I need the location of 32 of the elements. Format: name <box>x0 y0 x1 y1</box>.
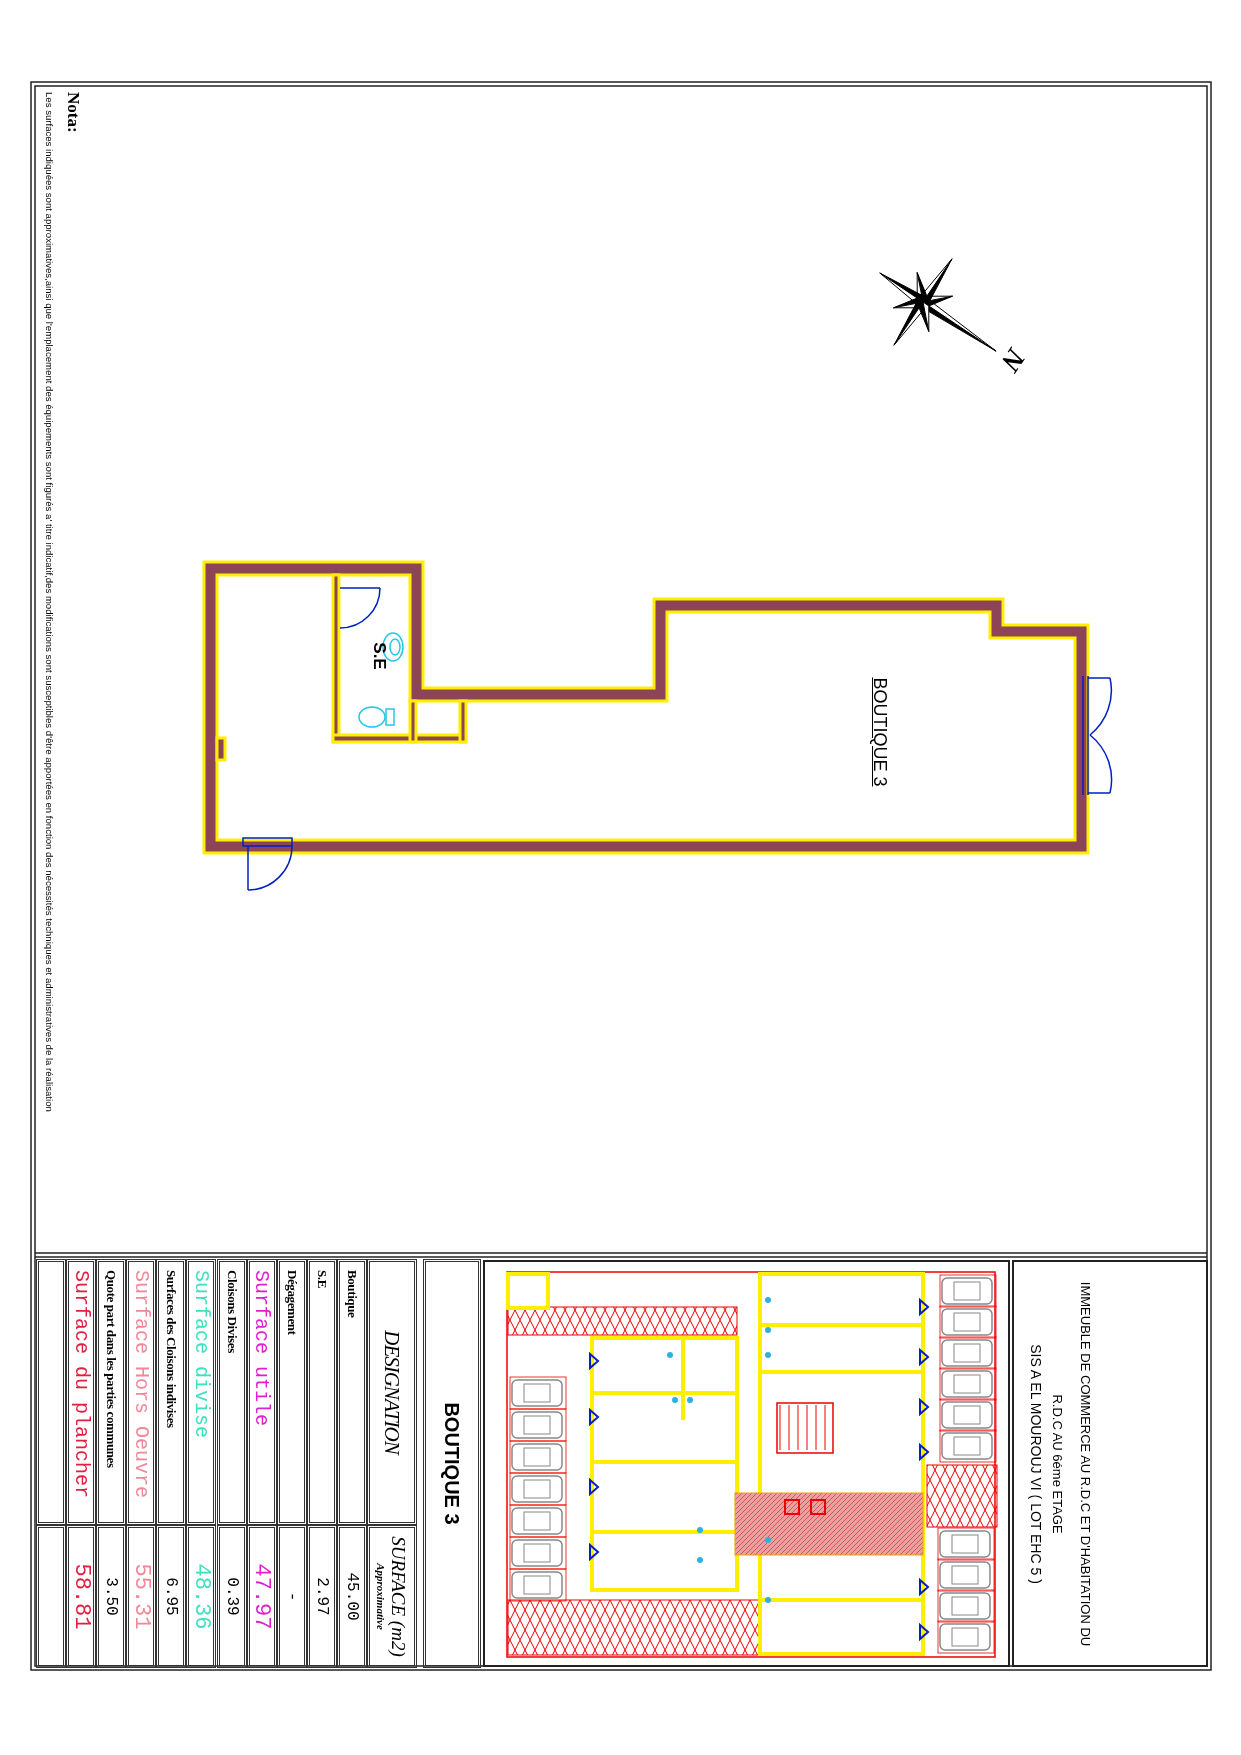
surface-designation: Cloisons Divises <box>216 1259 247 1525</box>
note-heading: Nota: <box>63 92 83 135</box>
surface-designation: Surface divise <box>186 1259 217 1525</box>
surface-value: - <box>276 1525 307 1668</box>
surface-designation: Surfaces des Cloisons indivises <box>156 1259 187 1525</box>
surface-designation: Surface utile <box>246 1259 277 1525</box>
project-title: IMMEUBLE DE COMMERCE AU R.D.C ET D'HABITATION DU R.D.C AU 6éme ETAGE <box>1049 1280 1094 1649</box>
surface-value: 55.31 <box>126 1525 157 1668</box>
surface-designation: Surface du plancher <box>66 1259 97 1525</box>
note-text: Les surfaces indiquées sont approximatives,ainsi que l'emplacement des équipements sont figurés a' titre indicatif,des modifications sont susceptibles d'être apportées en fonction des nécessités techniques et administratives de la réalisation <box>44 92 55 1114</box>
table-cell: DESIGNATION <box>367 1259 417 1525</box>
column-heading: SURFACE (m2) <box>387 1536 410 1657</box>
surface-value: 47.97 <box>246 1525 277 1668</box>
surface-value: 3.50 <box>96 1525 127 1668</box>
shop-floor-plan <box>204 562 1110 890</box>
north-label: N <box>993 342 1033 380</box>
room-name: S.E <box>369 641 389 672</box>
surface-value: 58.81 <box>66 1525 97 1668</box>
column-note: Approximative <box>374 1563 388 1630</box>
surface-designation: S.E <box>306 1259 337 1525</box>
surface-value: 45.00 <box>336 1525 367 1668</box>
surface-designation: Surface Hors Oeuvre <box>126 1259 157 1525</box>
surface-designation: Dégagement <box>276 1259 307 1525</box>
surface-value: 2.97 <box>306 1525 337 1668</box>
surface-value: 6.95 <box>156 1525 187 1668</box>
surface-designation: Quote part dans les parties communes <box>96 1259 127 1525</box>
surface-designation: Boutique <box>336 1259 367 1525</box>
surface-value: 48.36 <box>186 1525 217 1668</box>
table-title: BOUTIQUE 3 <box>423 1259 481 1668</box>
project-location: SIS A EL MOUROUJ VI ( LOT EHC 5 ) <box>1028 1343 1044 1586</box>
room-name: BOUTIQUE 3 <box>869 676 890 789</box>
surface-value: 0.39 <box>216 1525 247 1668</box>
